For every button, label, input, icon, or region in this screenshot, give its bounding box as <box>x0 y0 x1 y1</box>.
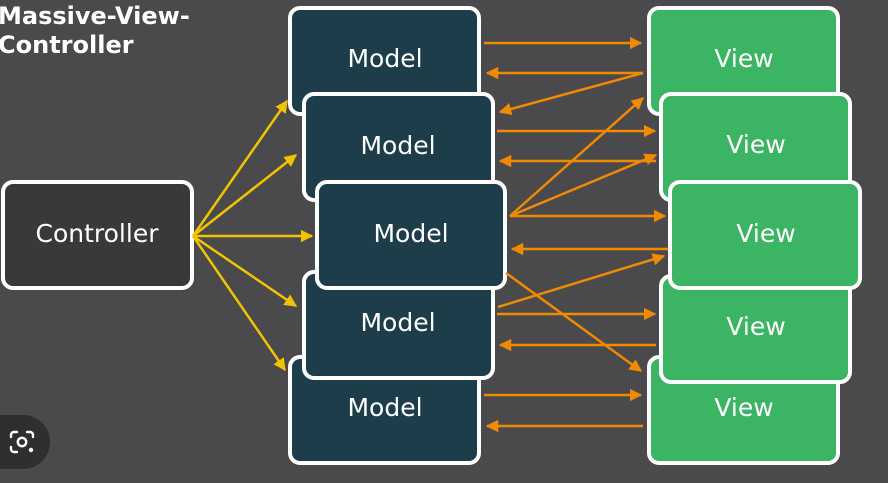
diagram-title: Massive-View- Controller <box>0 2 190 60</box>
model3-to-view2-arrow <box>509 153 658 218</box>
view-label-4: View <box>726 312 785 341</box>
view-label-2: View <box>726 130 785 159</box>
controller-to-model-5-arrow <box>191 235 287 372</box>
view-label-3: View <box>736 219 795 248</box>
model3-to-view1-arrow <box>509 97 644 217</box>
view-label-1: View <box>714 44 773 73</box>
controller-arrows <box>191 99 314 372</box>
view1-to-model2-arrow <box>498 71 644 116</box>
controller-to-model-2-arrow <box>192 154 297 237</box>
google-lens-icon <box>9 430 35 454</box>
model-box-3: Model <box>315 180 507 290</box>
model4-to-view3-arrow <box>497 253 666 309</box>
view-label-5: View <box>714 393 773 422</box>
controller-box: Controller <box>1 180 194 290</box>
controller-to-model-4-arrow <box>192 234 298 308</box>
model-box-4: Model <box>302 270 495 380</box>
model-label-5: Model <box>347 393 422 422</box>
model-label-2: Model <box>360 131 435 160</box>
view-box-2: View <box>659 92 852 202</box>
model-box-2: Model <box>302 92 495 202</box>
title-line-1: Massive-View- <box>0 2 190 30</box>
model-label-4: Model <box>360 308 435 337</box>
model-label-3: Model <box>373 219 448 248</box>
title-line-2: Controller <box>0 31 134 59</box>
controller-label: Controller <box>36 219 160 248</box>
controller-to-model-1-arrow <box>191 99 289 237</box>
google-lens-button[interactable] <box>0 415 50 469</box>
view-box-3: View <box>668 180 862 290</box>
model-view-arrows <box>484 36 668 433</box>
model3-to-view5-arrow <box>505 271 643 373</box>
model-label-1: Model <box>347 44 422 73</box>
view-box-4: View <box>659 274 852 384</box>
